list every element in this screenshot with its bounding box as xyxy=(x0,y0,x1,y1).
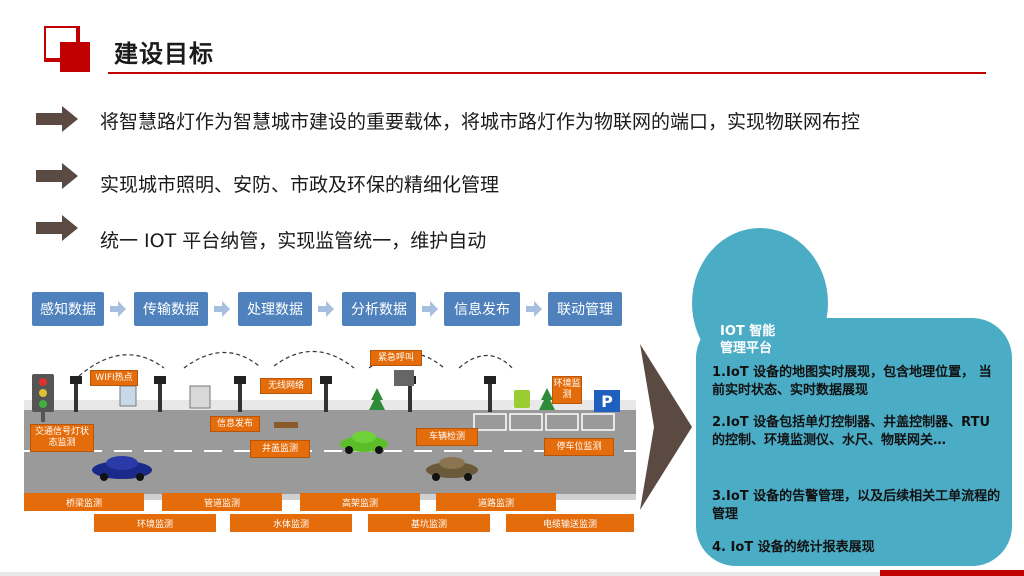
bullet-arrow-icon xyxy=(36,163,78,189)
tag-info-release: 信息发布 xyxy=(210,416,260,432)
tag-traffic-signal: 交通信号灯状态监测 xyxy=(30,424,94,452)
flow-step-transmit: 传输数据 xyxy=(134,292,208,326)
bottom-tag-environment: 环境监测 xyxy=(94,514,216,532)
bottom-tag-bridge: 桥梁监测 xyxy=(24,493,144,511)
bottom-accent-bar xyxy=(0,570,1024,576)
flow-step-analyze: 分析数据 xyxy=(342,292,416,326)
tag-wifi: WIFI热点 xyxy=(90,370,138,386)
logo-icon xyxy=(44,26,90,72)
panel-item-4: 4. IoT 设备的统计报表展现 xyxy=(712,540,875,555)
page-title: 建设目标 xyxy=(114,40,214,68)
panel-title-line2: 管理平台 xyxy=(720,341,773,356)
bottom-tag-pipe: 管道监测 xyxy=(162,493,282,511)
flow-step-sense: 感知数据 xyxy=(32,292,104,326)
flow-arrow-icon xyxy=(422,301,438,317)
bottom-tag-cable: 电缆输送监测 xyxy=(506,514,634,532)
bullet-text-2: 实现城市照明、安防、市政及环保的精细化管理 xyxy=(100,174,500,196)
bottom-tag-foundation: 基坑监测 xyxy=(368,514,490,532)
bottom-tag-water: 水体监测 xyxy=(230,514,352,532)
smart-street-illustration: P WIFI热点 交通信号灯状态监测 信息发布 无线网络 井盖监测 紧急呼叫 车… xyxy=(24,338,636,532)
flow-arrow-icon xyxy=(318,301,334,317)
tag-environment: 环境监测 xyxy=(552,376,582,404)
iot-platform-panel xyxy=(696,318,1012,566)
panel-item-1: 1.IoT 设备的地图实时展现，包含地理位置， 当前实时状态、实时数据展现 xyxy=(712,365,992,398)
svg-text:P: P xyxy=(601,392,613,411)
tag-emergency: 紧急呼叫 xyxy=(370,350,422,366)
pointer-arrow-icon xyxy=(640,344,692,510)
tag-parking: 停车位监测 xyxy=(544,438,614,456)
bottom-tag-road: 道路监测 xyxy=(436,493,556,511)
tag-manhole: 井盖监测 xyxy=(250,440,310,458)
panel-item-3: 3.IoT 设备的告警管理，以及后续相关工单流程的管理 xyxy=(712,489,1001,522)
bullet-arrow-icon xyxy=(36,215,78,241)
bullet-arrow-icon xyxy=(36,106,78,132)
flow-step-process: 处理数据 xyxy=(238,292,312,326)
panel-title: IOT 智能 管理平台 xyxy=(720,323,775,357)
tag-wireless: 无线网络 xyxy=(260,378,312,394)
panel-item-2: 2.IoT 设备包括单灯控制器、井盖控制器、RTU 的控制、环境监测仪、水尺、物… xyxy=(712,415,990,448)
flow-arrow-icon xyxy=(110,301,126,317)
bottom-tag-elevated: 高架监测 xyxy=(300,493,420,511)
flow-step-linkage: 联动管理 xyxy=(548,292,622,326)
panel-title-line1: IOT 智能 xyxy=(720,324,776,339)
flow-step-publish: 信息发布 xyxy=(444,292,520,326)
flow-arrow-icon xyxy=(214,301,230,317)
flow-arrow-icon xyxy=(526,301,542,317)
bullet-text-3: 统一 IOT 平台纳管，实现监管统一，维护自动 xyxy=(100,230,487,252)
bullet-text-1: 将智慧路灯作为智慧城市建设的重要载体，将城市路灯作为物联网的端口，实现物联网布控 xyxy=(100,111,861,133)
title-divider xyxy=(108,72,986,74)
tag-vehicle: 车辆检测 xyxy=(416,428,478,446)
